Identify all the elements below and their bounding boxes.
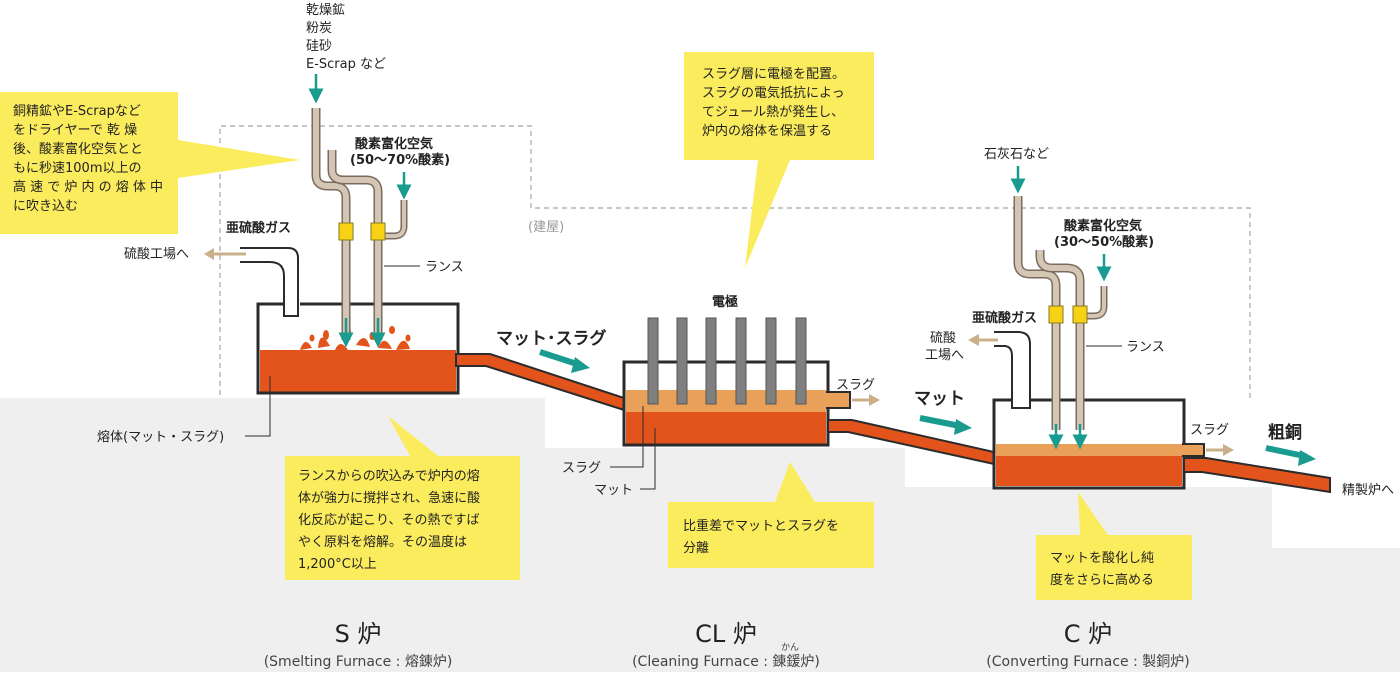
- flow-matte-arrow: [919, 415, 961, 429]
- s-so2-label: 亜硫酸ガス: [226, 220, 291, 236]
- c-slag-outlet: [1182, 443, 1205, 457]
- cl-slag-leader: [610, 406, 644, 468]
- melt-splash: [300, 326, 411, 350]
- cl-note-bottom: 比重差でマットとスラグを 分離: [668, 462, 874, 568]
- melt-leader: [245, 376, 271, 437]
- lance-clamp: [1072, 305, 1088, 324]
- so2-arrowhead: [204, 248, 214, 260]
- electrode: [765, 317, 777, 405]
- feed-pipe-2-inner: [329, 150, 381, 340]
- flow-blister-arrowhead: [1298, 450, 1316, 466]
- lance-clamp: [1048, 305, 1064, 324]
- c-so2-arrowhead: [968, 334, 979, 346]
- c-feed-label: 石灰石など: [984, 147, 1049, 162]
- lance-clamp: [338, 222, 354, 241]
- cl-furnace-wall: [622, 360, 830, 447]
- flow-blister-arrow: [1265, 445, 1305, 459]
- s-furnace-subtitle: (Smelting Furnace : 熔錬炉): [264, 654, 453, 670]
- oxygen-line-inner: [384, 200, 406, 238]
- s-note-top: 銅精鉱やE-Scrapなど をドライヤーで 乾 燥 後、酸素富化空気とと もに秒…: [0, 92, 300, 234]
- s-note-bottom: ランスからの吹込みで炉内の熔 体が強力に撹拌され、急速に酸 化反応が起こり、その…: [285, 416, 520, 580]
- c-furnace-subtitle: (Converting Furnace : 製銅炉): [986, 654, 1189, 670]
- c-furnace-wall: [992, 398, 1186, 490]
- c-acid-plant-label: 硫酸 工場へ: [925, 331, 964, 363]
- building-label: (建屋): [528, 220, 564, 235]
- electrode: [795, 317, 807, 405]
- s-feed-label: 乾燥鉱 粉炭 硅砂 E-Scrap など: [306, 2, 386, 72]
- cl-electrodes: [647, 317, 807, 405]
- svg-text:スラグ層に電極を配置。 スラグの電気抵抗によっ: スラグ層に電極を配置。 スラグの電気抵抗によっ てジュール熱が発生し、 炉内の熔…: [702, 66, 849, 139]
- cl-furnace-subtitle: (Cleaning Furnace : 錬鍰炉): [632, 654, 820, 670]
- cl-furnace-title: CL 炉: [695, 620, 757, 648]
- c-slag-out-arrowhead: [1223, 444, 1234, 456]
- s-furnace: [204, 74, 460, 437]
- electrode: [647, 317, 659, 405]
- c-furnace-offtake: [994, 331, 1031, 409]
- c-oxygen-line-inner: [1086, 286, 1106, 318]
- cl-furnace: [610, 317, 880, 490]
- cl-matte-leader: [640, 428, 656, 490]
- s-acid-plant-label: 硫酸工場へ: [124, 247, 189, 262]
- flow-matte-slag-label: マット･スラグ: [496, 328, 607, 349]
- electrode: [735, 317, 747, 405]
- c-note-bottom: マットを酸化し純 度をさらに高める: [1036, 492, 1192, 600]
- cl-note-top: スラグ層に電極を配置。 スラグの電気抵抗によっ てジュール熱が発生し、 炉内の熔…: [684, 52, 874, 268]
- c-slag-out-label: スラグ: [1190, 423, 1229, 438]
- cl-matte-label: マット: [594, 483, 633, 498]
- c-slag-layer: [996, 444, 1182, 456]
- flow-matte-slag-arrowhead: [571, 357, 590, 373]
- c-melt-layer: [996, 456, 1182, 486]
- s-oxygen-label: 酸素富化空気 (50～70%酸素): [350, 136, 450, 168]
- c-furnace-title: C 炉: [1064, 620, 1112, 648]
- cl-matte-layer: [626, 412, 826, 444]
- flow-matte-label: マット: [914, 389, 965, 409]
- svg-text:銅精鉱やE-Scrapなど をドライヤーで 乾: 銅精鉱やE-Scrapなど をドライヤーで 乾 燥 後、酸素富化空気とと もに秒…: [13, 103, 167, 214]
- svg-text:比重差でマットとスラグを 分離: 比重差でマットとスラグを 分離: [683, 518, 843, 556]
- building-outline: [219, 125, 1251, 398]
- cl-slag-out-arrowhead: [869, 394, 880, 406]
- refining-label: 精製炉へ: [1342, 483, 1394, 498]
- c-oxygen-label: 酸素富化空気 (30～50%酸素): [1054, 218, 1154, 250]
- cl-slag-out-label: スラグ: [836, 378, 875, 393]
- s-furnace-title: S 炉: [335, 620, 382, 648]
- s-furnace-wall: [256, 302, 460, 395]
- feed-pipe-inner: [313, 108, 349, 340]
- svg-text:ランスからの吹込みで炉内の熔 体が強力に撹拌され: ランスからの吹込みで炉内の熔 体が強力に撹拌され、急速に酸 化反応が起こり、その…: [298, 468, 484, 572]
- s-furnace-offtake: [240, 247, 299, 317]
- cl-slag-label: スラグ: [562, 461, 601, 476]
- cl-electrode-label: 電極: [712, 294, 738, 310]
- lance-clamp: [370, 222, 386, 241]
- c-lance-label: ランス: [1126, 340, 1165, 355]
- c-furnace: [968, 166, 1234, 490]
- c-feed-pipe-2-inner: [1037, 250, 1083, 430]
- flow-blister-label: 粗銅: [1268, 422, 1302, 443]
- electrode: [705, 317, 717, 405]
- s-lance-label: ランス: [425, 260, 464, 275]
- c-so2-label: 亜硫酸ガス: [972, 310, 1037, 326]
- s-furnace-melt: [260, 350, 456, 392]
- c-feed-pipe-inner: [1015, 196, 1059, 430]
- flow-matte-slag-arrow: [539, 349, 581, 368]
- svg-text:マットを酸化し純 度をさらに高める: マットを酸化し純 度をさらに高める: [1050, 551, 1158, 588]
- flow-matte-arrowhead: [954, 419, 972, 435]
- electrode: [676, 317, 688, 405]
- oxygen-line: [384, 200, 408, 240]
- launder-c-refining: [1183, 457, 1331, 494]
- s-melt-label: 熔体(マット・スラグ): [97, 430, 224, 445]
- cl-slag-outlet: [826, 391, 851, 409]
- cl-furnace-ruby: かん: [781, 642, 799, 653]
